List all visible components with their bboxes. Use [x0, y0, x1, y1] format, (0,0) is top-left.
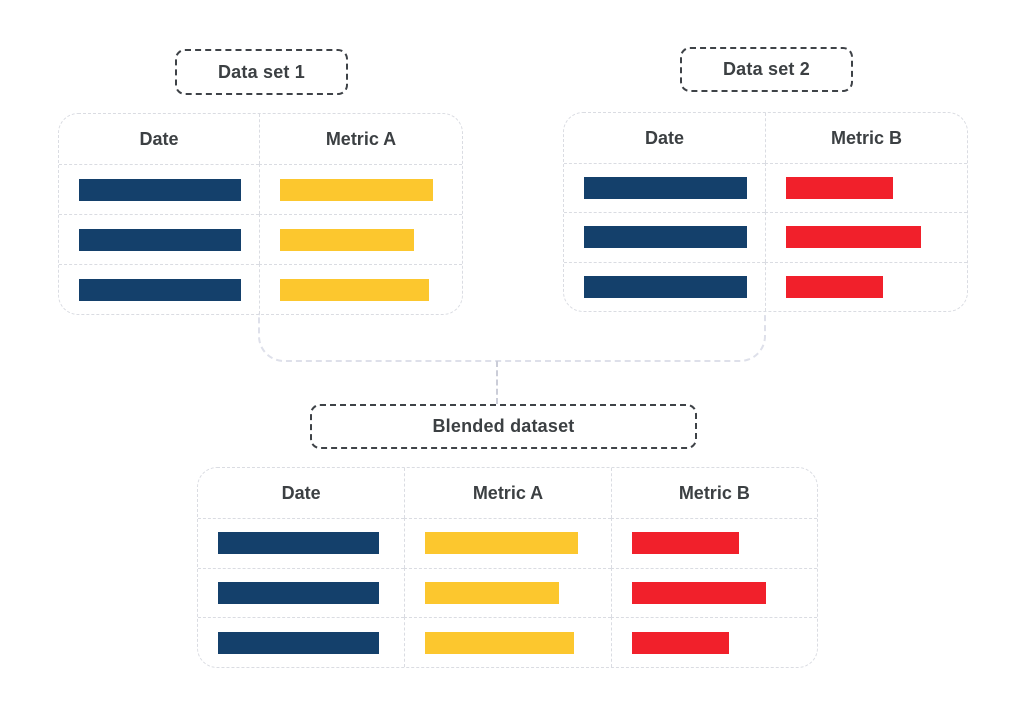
metric-a-value-bar — [280, 228, 414, 251]
date-value-bar — [218, 631, 379, 654]
dataset2-label: Data set 2 — [722, 59, 811, 79]
blend-connector-line — [496, 361, 498, 404]
date-value-bar — [79, 278, 241, 301]
dataset1-row3-date-cell — [59, 264, 259, 314]
metric-a-value-bar — [425, 581, 560, 604]
dataset2-table: Date Metric B — [563, 112, 968, 312]
date-value-bar — [584, 275, 747, 298]
dataset1-label-box: Data set 1 — [175, 49, 348, 95]
metric-a-value-bar — [280, 278, 429, 301]
date-value-bar — [218, 532, 379, 555]
blended-row3-metric-b-cell — [610, 617, 817, 667]
blended-row1-metric-a-cell — [404, 518, 611, 568]
dataset2-row3-metric-b-cell — [765, 261, 967, 311]
metric-b-value-bar — [631, 532, 739, 555]
blended-row3-metric-a-cell — [404, 617, 611, 667]
dataset1-row1-date-cell — [59, 164, 259, 214]
dataset2-header-metric-b: Metric B — [765, 113, 967, 163]
metric-b-value-bar — [631, 581, 766, 604]
blended-row2-date-cell — [198, 567, 405, 618]
blended-row2-metric-b-cell — [610, 567, 817, 618]
dataset1-header-date: Date — [139, 128, 179, 149]
dataset2-row2-metric-b-cell — [765, 212, 967, 262]
dataset1-label: Data set 1 — [217, 61, 306, 82]
date-value-bar — [584, 226, 747, 249]
date-value-bar — [218, 581, 379, 604]
dataset1-row1-metric-a-cell — [259, 164, 462, 214]
blended-table: Date Metric A Metric B — [197, 467, 818, 668]
metric-a-value-bar — [425, 532, 579, 555]
merge-bracket-line — [258, 313, 766, 362]
dataset1-row3-metric-a-cell — [259, 264, 462, 314]
blended-row3-date-cell — [198, 617, 405, 667]
metric-b-value-bar — [631, 631, 729, 654]
dataset2-row1-metric-b-cell — [765, 163, 967, 213]
metric-a-value-bar — [425, 631, 575, 654]
blended-label: Blended dataset — [432, 416, 575, 436]
blended-label-box: Blended dataset — [310, 404, 697, 449]
dataset2-row1-date-cell — [564, 163, 765, 212]
blended-row2-metric-a-cell — [404, 567, 611, 618]
dataset2-row3-date-cell — [564, 261, 765, 311]
blended-row1-date-cell — [198, 518, 405, 568]
blended-header-metric-b: Metric B — [610, 468, 817, 518]
blended-header-metric-a: Metric A — [404, 468, 610, 518]
blended-header-date: Date — [281, 482, 321, 503]
dataset1-row2-date-cell — [59, 214, 259, 264]
dataset2-header-date: Date — [644, 127, 684, 148]
date-value-bar — [79, 178, 241, 201]
dataset2-label-box: Data set 2 — [680, 47, 853, 92]
metric-b-value-bar — [786, 226, 921, 249]
metric-b-value-bar — [786, 275, 883, 298]
metric-b-value-bar — [786, 177, 893, 200]
dataset1-row2-metric-a-cell — [259, 214, 462, 264]
blended-row1-metric-b-cell — [610, 518, 817, 568]
date-value-bar — [584, 177, 747, 200]
metric-a-value-bar — [280, 178, 433, 201]
date-value-bar — [79, 228, 241, 251]
dataset1-header-metric-a: Metric A — [259, 114, 462, 164]
dataset2-row2-date-cell — [564, 212, 765, 261]
dataset1-table: Date Metric A — [58, 113, 463, 315]
